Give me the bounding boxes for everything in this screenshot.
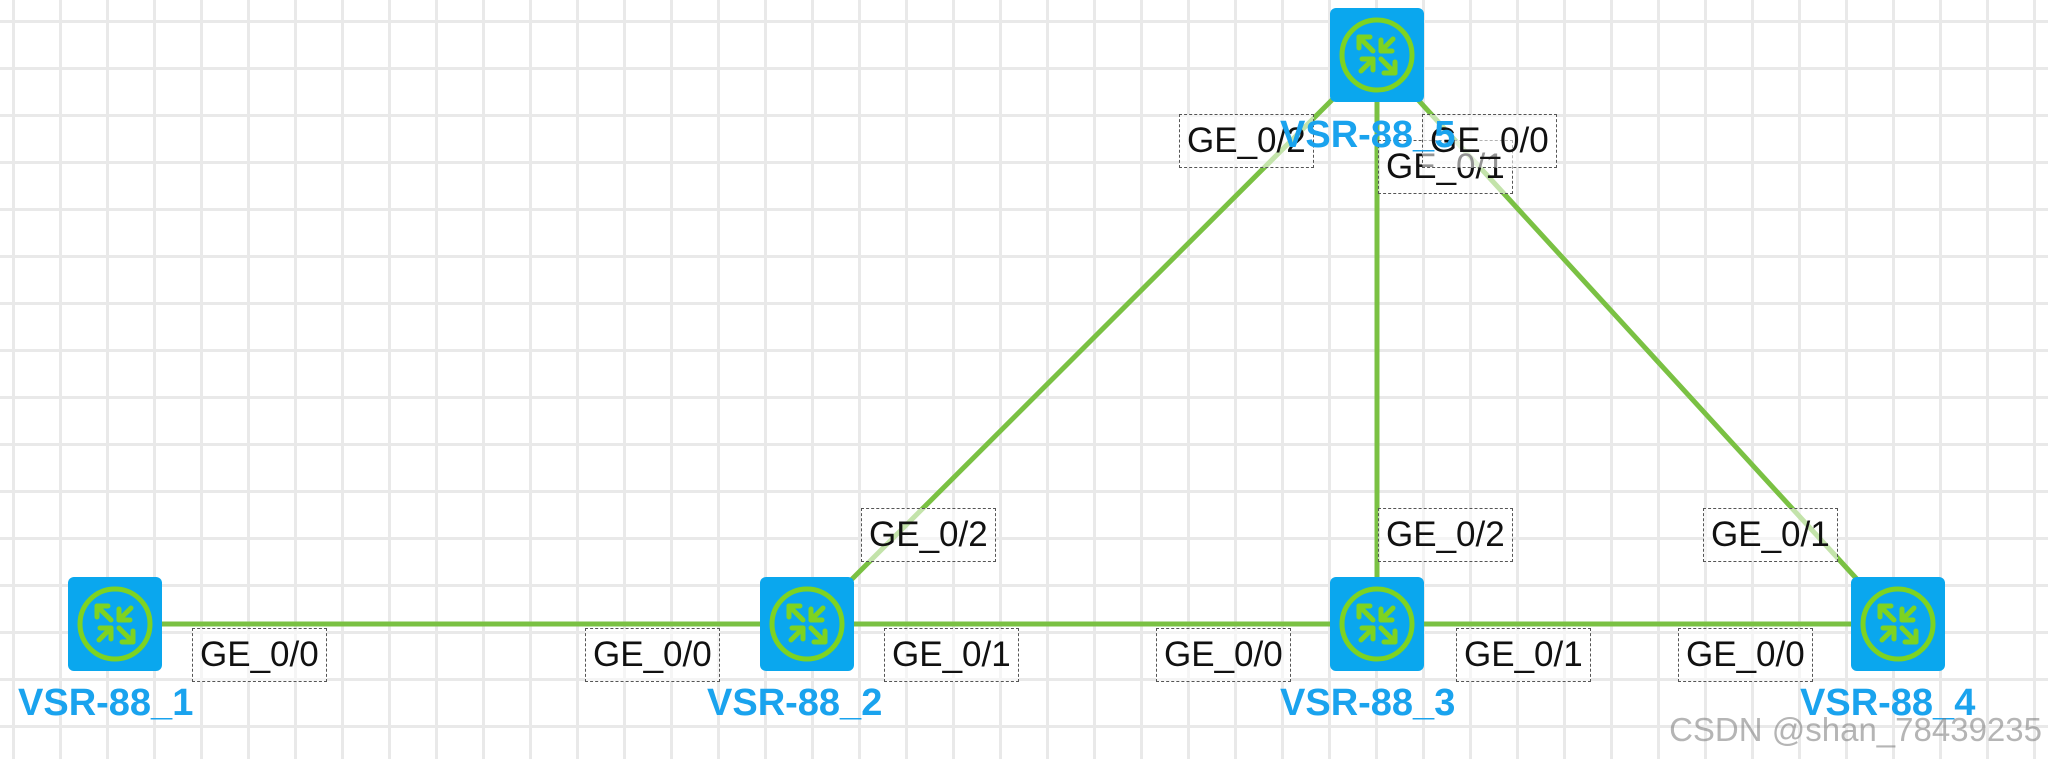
router-node[interactable] xyxy=(760,577,854,671)
port-label: GE_0/2 xyxy=(861,508,996,562)
node-label: VSR-88_3 xyxy=(1280,682,1456,724)
router-node[interactable] xyxy=(68,577,162,671)
watermark: CSDN @shan_78439235 xyxy=(1669,711,2042,748)
port-label: GE_0/0 xyxy=(585,628,720,682)
router-node[interactable] xyxy=(1330,577,1424,671)
router-node[interactable] xyxy=(1851,577,1945,671)
router-node[interactable] xyxy=(1330,8,1424,102)
port-label: GE_0/1 xyxy=(1703,508,1838,562)
node-label: VSR-88_4 xyxy=(1800,682,1976,724)
port-label: GE_0/1 xyxy=(884,628,1019,682)
port-label: GE_0/0 xyxy=(1156,628,1291,682)
links-layer xyxy=(115,53,1900,627)
port-label: GE_0/2 xyxy=(1378,508,1513,562)
node-label: VSR-88_5 xyxy=(1280,114,1456,156)
port-label: GE_0/0 xyxy=(192,628,327,682)
port-label: GE_0/1 xyxy=(1456,628,1591,682)
port-label: GE_0/0 xyxy=(1678,628,1813,682)
port-label: GE_0/2 xyxy=(1179,114,1314,168)
port-label: GE_0/0 xyxy=(1422,114,1557,168)
node-label: VSR-88_1 xyxy=(18,682,194,724)
node-label: VSR-88_2 xyxy=(707,682,883,724)
